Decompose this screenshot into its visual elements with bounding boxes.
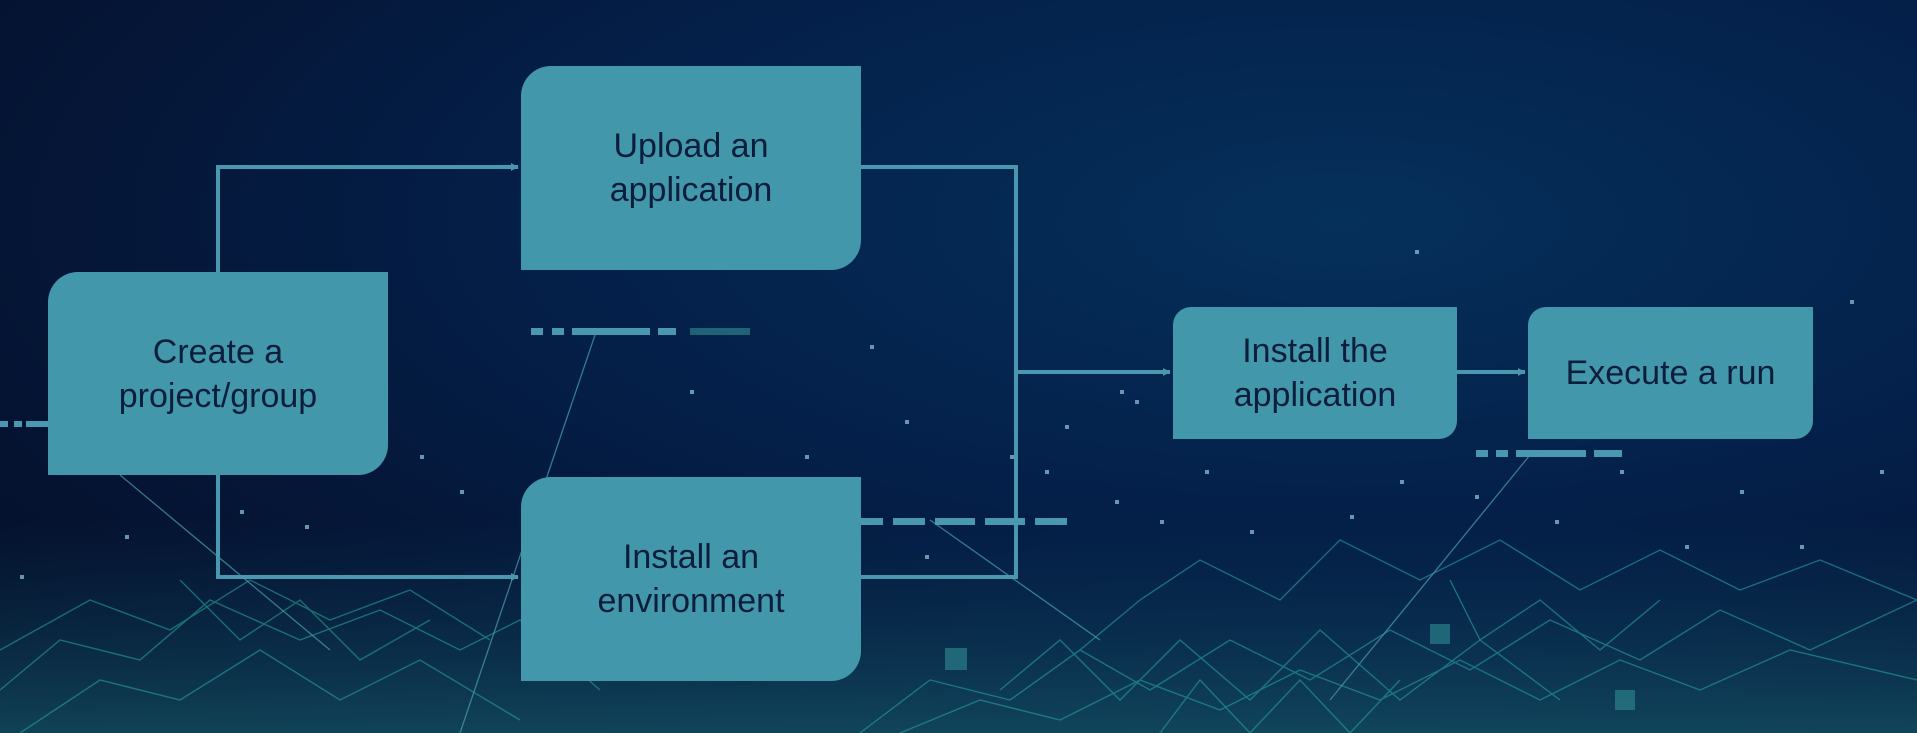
node-label: Install an environment: [597, 538, 785, 620]
node-label: Execute a run: [1565, 354, 1776, 392]
node-label: Upload an application: [609, 127, 773, 209]
connector-create-to-upload: [216, 163, 519, 272]
node-install-environment: Install an environment: [521, 477, 861, 681]
node-execute-run: Execute a run: [1528, 307, 1813, 439]
node-label: Install the application: [1233, 332, 1397, 414]
node-create-project-group: Create a project/group: [48, 272, 388, 475]
node-install-application: Install the application: [1173, 307, 1457, 439]
node-label: Create a project/group: [118, 332, 318, 415]
connector-create-to-env: [216, 475, 519, 581]
node-upload-application: Upload an application: [521, 66, 861, 270]
connector-upload-to-merge: [861, 165, 1018, 579]
